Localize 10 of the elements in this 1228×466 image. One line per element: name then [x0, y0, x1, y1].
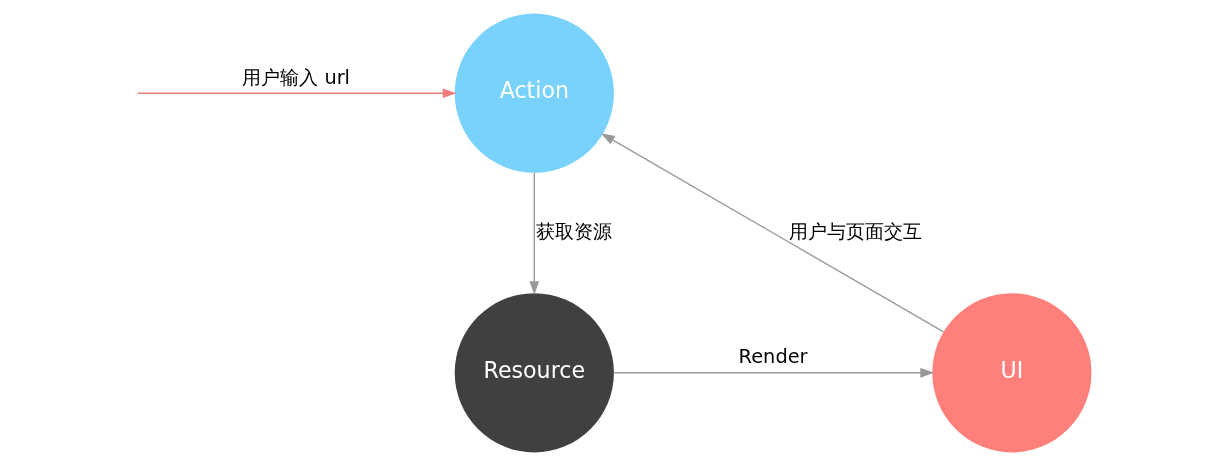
arrow — [613, 367, 935, 378]
edge-label: 获取资源 — [536, 220, 613, 244]
arrow — [529, 172, 540, 295]
arrow — [600, 133, 945, 333]
edge-label: 用户与页面交互 — [788, 220, 922, 244]
arrow — [137, 88, 457, 99]
edge-label: 用户输入 url — [242, 65, 351, 89]
edge-label: Render — [738, 345, 808, 369]
node-circle: UI — [932, 293, 1092, 453]
node-circle: Resource — [454, 293, 614, 453]
